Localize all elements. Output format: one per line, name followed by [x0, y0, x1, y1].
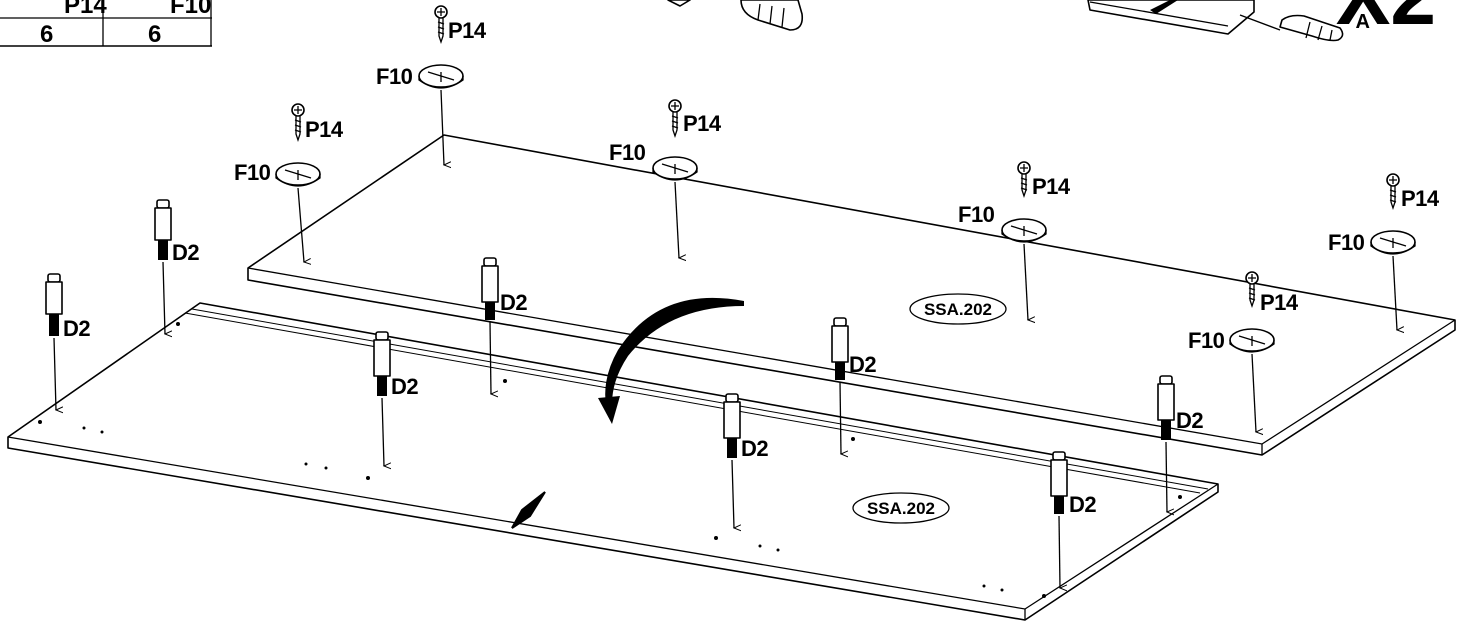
multiplier-count: X2 — [1336, 0, 1436, 42]
dowel: D2 — [831, 317, 877, 454]
parts-table: P14 F10 6 6 — [0, 0, 212, 48]
cam-screw-assembly: P14 F10 — [1328, 173, 1440, 330]
dowel-label: D2 — [1069, 492, 1096, 517]
dowel: D2 — [481, 257, 528, 394]
table-header-screw: P14 — [64, 0, 107, 19]
dowel-label: D2 — [500, 290, 527, 315]
dowel: D2 — [373, 331, 419, 466]
dowel: D2 — [154, 199, 200, 334]
cam-label: F10 — [1328, 230, 1365, 255]
screw-label: P14 — [683, 111, 722, 136]
dowel-label: D2 — [849, 352, 876, 377]
dowel-label: D2 — [172, 240, 199, 265]
cam-label: F10 — [1188, 328, 1225, 353]
cam-screw-assembly: P14 F10 — [234, 103, 344, 262]
upper-panel — [247, 134, 1456, 456]
cam-screw-assembly: P14 F10 — [1188, 271, 1299, 432]
cam-label: F10 — [376, 64, 413, 89]
panel-code-lower: SSA.202 — [852, 492, 950, 524]
dowel-label: D2 — [391, 374, 418, 399]
cam-label: F10 — [958, 202, 995, 227]
table-header-cam: F10 — [170, 0, 211, 19]
dowel: D2 — [1050, 451, 1097, 588]
panel-code-upper: SSA.202 — [909, 293, 1007, 325]
cam-screw-assembly: P14 F10 — [958, 161, 1071, 320]
table-qty-cam: 6 — [148, 21, 161, 48]
screw-label: P14 — [305, 117, 344, 142]
flip-arrow — [598, 297, 744, 424]
svg-text:SSA.202: SSA.202 — [867, 499, 935, 518]
cam-screw-assembly: P14 F10 — [376, 5, 487, 165]
dowel-label: D2 — [63, 316, 90, 341]
front-edge-arrow — [511, 491, 546, 529]
screw-label: P14 — [1032, 174, 1071, 199]
svg-text:SSA.202: SSA.202 — [924, 300, 992, 319]
dowel: D2 — [45, 273, 91, 410]
cam-label: F10 — [609, 140, 646, 165]
lower-panel — [7, 302, 1219, 621]
dowel: D2 — [1157, 375, 1204, 512]
cam-label: F10 — [234, 160, 271, 185]
quantity-multiplier: A X2 — [1336, 0, 1436, 42]
screw-label: P14 — [1401, 186, 1440, 211]
dowel: D2 — [723, 393, 769, 528]
table-qty-screw: 6 — [40, 21, 53, 48]
dowel-label: D2 — [1176, 408, 1203, 433]
dowel-label: D2 — [741, 436, 768, 461]
screw-label: P14 — [448, 18, 487, 43]
multiplier-prefix: A — [1356, 11, 1370, 33]
screw-label: P14 — [1260, 290, 1299, 315]
previous-step-fragments — [667, 0, 1344, 42]
panel-holes — [38, 322, 1182, 598]
cam-screw-assembly: P14 F10 — [609, 99, 722, 258]
